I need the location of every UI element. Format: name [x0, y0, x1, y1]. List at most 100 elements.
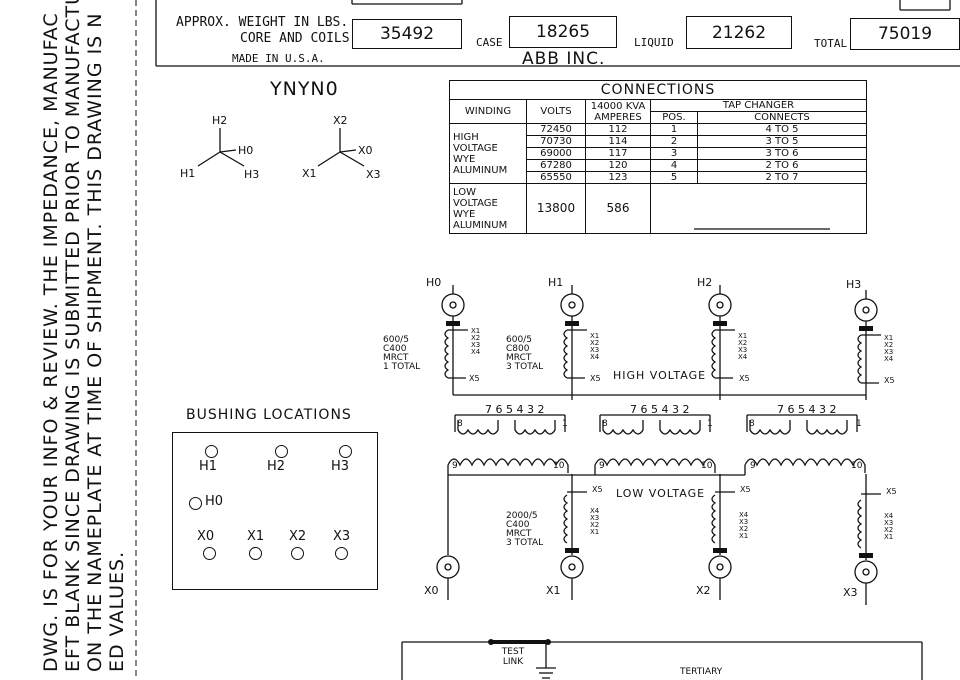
total-weight: 75019 — [850, 18, 960, 50]
loc-x0: X0 — [197, 529, 215, 544]
ct-tap-x5: X5 — [740, 485, 751, 494]
total-label: TOTAL — [814, 37, 848, 50]
hv-volts: 70730 — [526, 135, 586, 148]
bushing-x2-label: X2 — [696, 584, 711, 597]
hv-amps: 114 — [585, 135, 651, 148]
tap-10: 10 — [851, 461, 863, 471]
bushing-x1-circle — [249, 547, 262, 560]
high-voltage-label: HIGH VOLTAGE — [613, 369, 707, 382]
bushing-x3-label: X3 — [843, 586, 858, 599]
lv-winding-cell: LOW VOLTAGE WYE ALUMINUM — [449, 183, 527, 234]
loc-h1: H1 — [199, 459, 218, 474]
col-volts: VOLTS — [526, 99, 586, 124]
bushing-h0-label: H0 — [426, 276, 442, 289]
col-winding: WINDING — [449, 99, 527, 124]
lv-tap-blank — [650, 183, 867, 234]
phasor-x3-label: X3 — [366, 168, 381, 181]
phasor-x0-label: X0 — [358, 144, 373, 157]
hv-pos: 5 — [650, 171, 698, 184]
hv-winding-cell: HIGH VOLTAGE WYE ALUMINUM — [449, 123, 527, 184]
company-name: ABB INC. — [522, 49, 606, 69]
hv-connects: 2 TO 6 — [697, 159, 867, 172]
core-coils-weight: 35492 — [352, 19, 462, 49]
tap-9: 9 — [599, 461, 605, 471]
bushing-h1-circle — [205, 445, 218, 458]
ct-tap-x5: X5 — [469, 374, 480, 383]
ct-tap-x5: X5 — [592, 485, 603, 494]
ct-tap-x5: X5 — [884, 376, 895, 385]
ct-tap-x5: X5 — [886, 487, 897, 496]
phasor-x1-label: X1 — [302, 167, 317, 180]
bushing-h1-label: H1 — [548, 276, 564, 289]
loc-x1: X1 — [247, 529, 265, 544]
tap-numbers: 7 6 5 4 3 2 — [485, 403, 545, 416]
tap-1: 1 — [856, 419, 862, 429]
liquid-label: LIQUID — [634, 36, 674, 49]
bushing-h2-label: H2 — [697, 276, 713, 289]
hv-volts: 67280 — [526, 159, 586, 172]
core-coils-label: CORE AND COILS — [240, 31, 350, 46]
tap-8: 8 — [602, 419, 608, 429]
connections-table: CONNECTIONS WINDING VOLTS 14000 KVA AMPE… — [449, 80, 867, 234]
test-link-label: TEST LINK — [501, 647, 525, 667]
col-tap-changer: TAP CHANGER — [650, 99, 867, 112]
hv-connects: 3 TO 5 — [697, 135, 867, 148]
bushing-h3-circle — [339, 445, 352, 458]
bushing-h2-circle — [275, 445, 288, 458]
phasor-x2-label: X2 — [333, 114, 348, 127]
bushing-locations-panel: H1 H2 H3 H0 X0 X1 X2 X3 — [172, 432, 378, 590]
lv-volts: 13800 — [526, 183, 586, 234]
bushing-locations-title: BUSHING LOCATIONS — [186, 407, 352, 423]
hv-pos: 1 — [650, 123, 698, 136]
bushing-h0-circle — [189, 497, 202, 510]
phasor-h1-label: H1 — [180, 167, 196, 180]
tap-9: 9 — [452, 461, 458, 471]
vector-group: YNYN0 — [270, 78, 339, 100]
bushing-x0-label: X0 — [424, 584, 439, 597]
bushing-h3-label: H3 — [846, 278, 862, 291]
hv-pos: 3 — [650, 147, 698, 160]
tap-numbers: 7 6 5 4 3 2 — [777, 403, 837, 416]
loc-h2: H2 — [267, 459, 286, 474]
phasor-h2-label: H2 — [212, 114, 228, 127]
connections-title: CONNECTIONS — [449, 80, 867, 100]
col-connects: CONNECTS — [697, 111, 867, 124]
hv-amps: 112 — [585, 123, 651, 136]
hv-connects: 4 TO 5 — [697, 123, 867, 136]
tap-9: 9 — [750, 461, 756, 471]
hv-connects: 2 TO 7 — [697, 171, 867, 184]
case-weight: 18265 — [509, 16, 617, 48]
hv-pos: 4 — [650, 159, 698, 172]
approx-weight-label: APPROX. WEIGHT IN LBS. — [176, 15, 349, 30]
tap-10: 10 — [553, 461, 565, 471]
loc-x2: X2 — [289, 529, 307, 544]
hv-pos: 2 — [650, 135, 698, 148]
col-pos: POS. — [650, 111, 698, 124]
bushing-x3-circle — [335, 547, 348, 560]
tap-1: 1 — [707, 419, 713, 429]
ct-tap-x5: X5 — [590, 374, 601, 383]
tap-numbers: 7 6 5 4 3 2 — [630, 403, 690, 416]
bushing-x2-circle — [291, 547, 304, 560]
lv-amps: 586 — [585, 183, 651, 234]
low-voltage-label: LOW VOLTAGE — [616, 487, 706, 500]
hv-volts: 72450 — [526, 123, 586, 136]
col-amperes: 14000 KVA AMPERES — [585, 99, 651, 124]
hv-amps: 123 — [585, 171, 651, 184]
hv-amps: 117 — [585, 147, 651, 160]
made-in-label: MADE IN U.S.A. — [232, 52, 325, 65]
tap-8: 8 — [749, 419, 755, 429]
tertiary-label: TERTIARY — [680, 667, 723, 677]
bushing-x0-circle — [203, 547, 216, 560]
loc-h3: H3 — [331, 459, 350, 474]
